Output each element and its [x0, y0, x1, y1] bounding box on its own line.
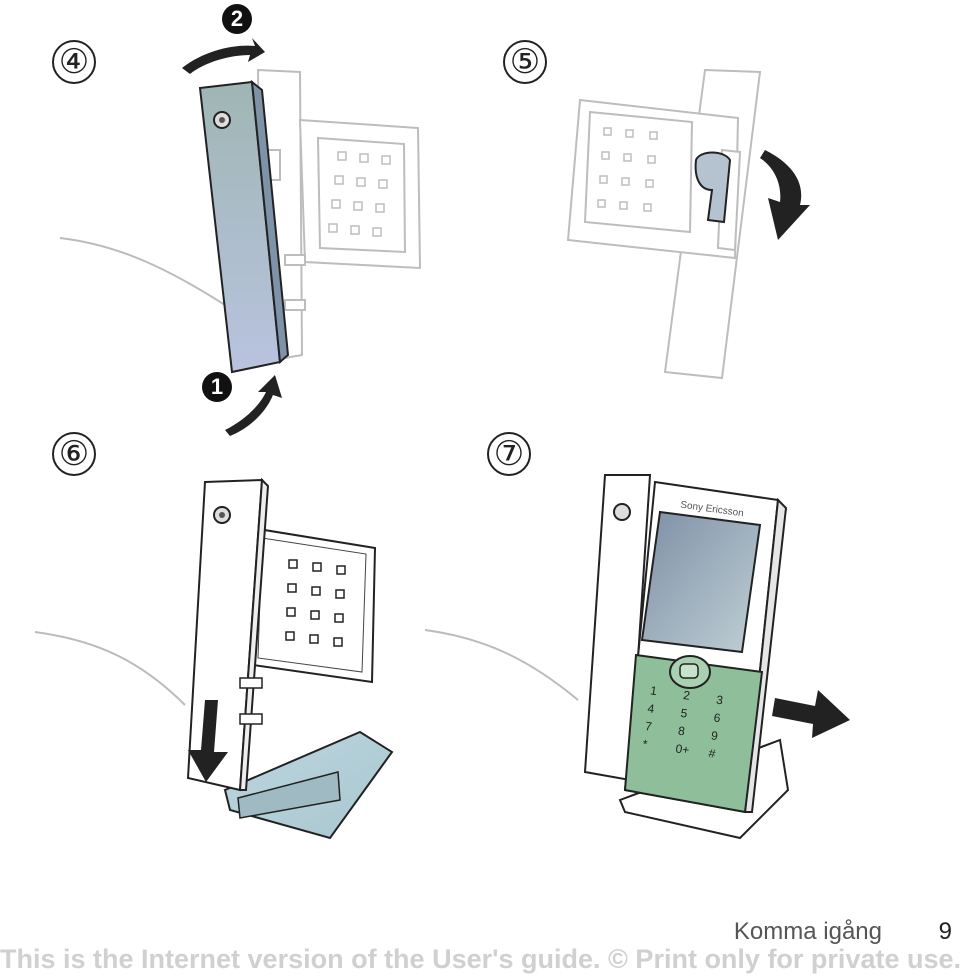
step-7-marker: ⑦: [487, 432, 531, 476]
step-5-marker: ⑤: [503, 40, 547, 84]
key-6: 6: [713, 710, 748, 729]
step6-drawing: [35, 480, 392, 838]
key-5: 5: [680, 706, 715, 725]
key-4: 4: [647, 701, 682, 720]
step-6-marker: ⑥: [52, 432, 96, 476]
watermark-text: This is the Internet version of the User…: [0, 944, 960, 975]
page-number: 9: [939, 918, 952, 946]
step5-drawing: [568, 70, 760, 378]
section-title: Komma igång: [734, 918, 882, 946]
key-9: 9: [710, 728, 745, 747]
step7-drawing: [425, 475, 850, 838]
key-8: 8: [677, 724, 712, 743]
key-7: 7: [644, 719, 679, 738]
phone-keypad: 1 2 3 4 5 6 7 8 9 * 0+ #: [642, 683, 750, 764]
step4-drawing: [60, 38, 420, 436]
substep-2-badge: 2: [222, 4, 252, 34]
instruction-illustration: [0, 0, 960, 900]
step-4-marker: ④: [52, 40, 96, 84]
substep-1-badge: 1: [202, 372, 232, 402]
